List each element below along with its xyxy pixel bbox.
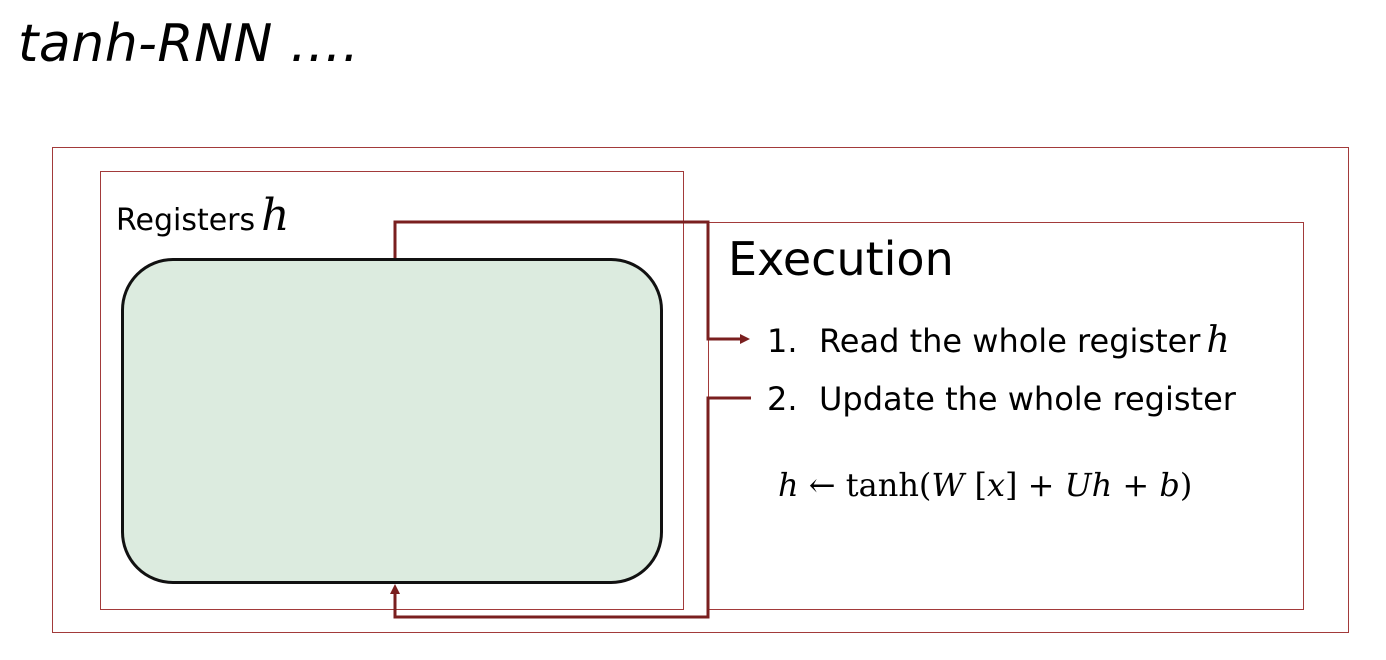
step-text: Update the whole register <box>819 380 1236 418</box>
update-formula: h ← tanh(W [x] + Uh + b) <box>778 466 1192 504</box>
formula-b: b <box>1159 466 1180 504</box>
formula-h: h <box>1091 466 1113 504</box>
registers-label-text: Registers <box>116 203 256 238</box>
formula-arrow: ← <box>808 466 836 504</box>
formula-lhs: h <box>778 466 799 504</box>
formula-u: U <box>1064 466 1092 504</box>
step-text: Read the whole register <box>819 322 1201 360</box>
formula-plus-1: + <box>1027 466 1055 504</box>
step-number: 2. <box>767 380 798 418</box>
formula-bracket-close: ] <box>1005 466 1018 504</box>
register-store <box>121 258 663 584</box>
registers-variable: h <box>261 190 290 241</box>
slide-title: tanh-RNN …. <box>18 14 360 74</box>
step-number: 1. <box>767 322 798 360</box>
formula-plus-2: + <box>1122 466 1150 504</box>
formula-x: x <box>986 466 1005 504</box>
formula-bracket-open: [ <box>974 466 987 504</box>
execution-step-update: 2. Update the whole register <box>767 380 1236 418</box>
execution-title: Execution <box>728 232 954 286</box>
formula-w: W <box>931 466 965 504</box>
formula-close: ) <box>1179 466 1193 504</box>
formula-func: tanh <box>845 466 919 504</box>
formula-open: ( <box>918 466 932 504</box>
outer-frame <box>52 147 1349 633</box>
step-variable: h <box>1206 320 1230 361</box>
registers-frame <box>100 171 684 610</box>
